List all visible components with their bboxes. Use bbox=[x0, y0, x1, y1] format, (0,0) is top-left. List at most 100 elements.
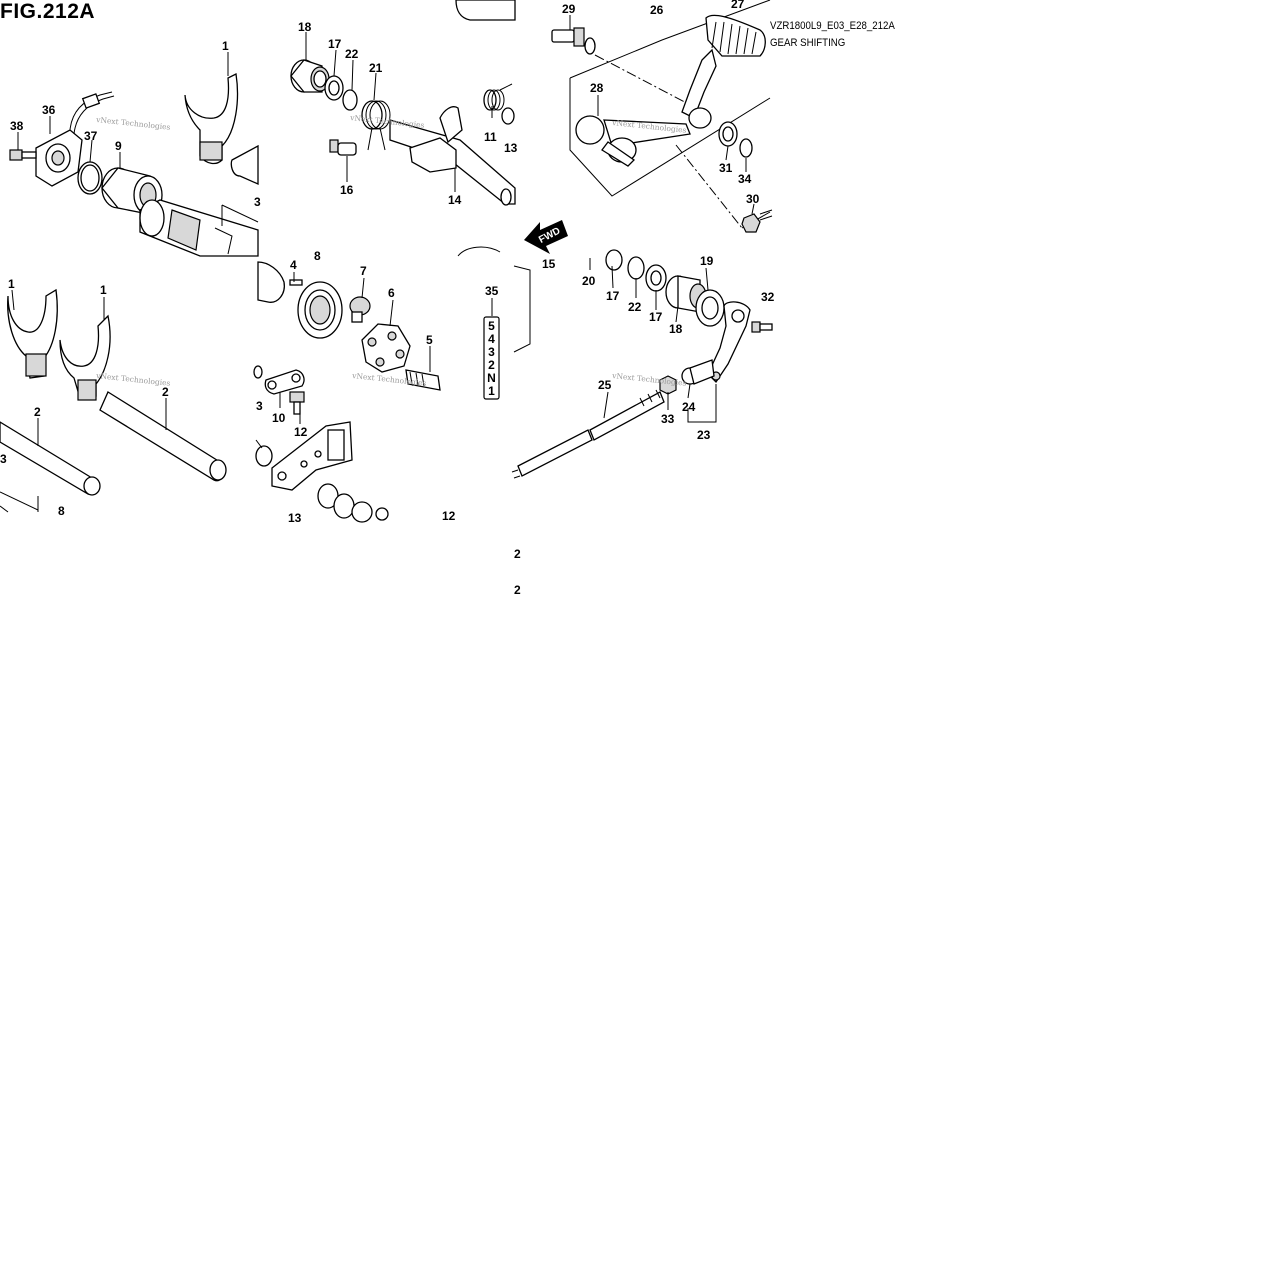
callout-18: 18 bbox=[298, 20, 312, 34]
shaft-end bbox=[455, 0, 516, 21]
watermark: vNext Technologies bbox=[349, 113, 425, 130]
figure-code: VZR1800L9_E03_E28_212A bbox=[770, 20, 895, 32]
callout-33: 33 bbox=[661, 412, 675, 426]
fork-shaft bbox=[0, 421, 101, 496]
bearing bbox=[665, 275, 707, 313]
callout-1: 1 bbox=[8, 277, 15, 291]
callout-23: 23 bbox=[697, 428, 711, 442]
callout-15: 15 bbox=[542, 257, 556, 271]
callout-32: 32 bbox=[761, 290, 775, 304]
stopper-plate bbox=[264, 369, 305, 395]
stopper-arm bbox=[271, 421, 353, 491]
screw bbox=[349, 296, 371, 323]
callout-17: 17 bbox=[649, 310, 663, 324]
callout-8: 8 bbox=[58, 504, 65, 518]
link-rod-end bbox=[575, 115, 691, 167]
roller bbox=[255, 445, 273, 467]
bracket bbox=[513, 265, 531, 353]
pin-bolt bbox=[329, 139, 357, 156]
callout-26: 26 bbox=[650, 3, 664, 17]
callout-10: 10 bbox=[272, 411, 286, 425]
stray-callout: 2 bbox=[514, 547, 521, 561]
callout-34: 34 bbox=[738, 172, 752, 186]
watermark: vNext Technologies bbox=[611, 371, 687, 388]
figure-title: FIG.212A bbox=[0, 0, 96, 23]
callout-13: 13 bbox=[504, 141, 518, 155]
pivot-bolt bbox=[551, 27, 596, 55]
ball-bearing bbox=[297, 281, 343, 339]
tile-bottom-middle bbox=[253, 246, 531, 523]
callout-37: 37 bbox=[84, 129, 98, 143]
callout-24: 24 bbox=[682, 400, 696, 414]
callout-12: 12 bbox=[442, 509, 456, 523]
tile-top-left bbox=[9, 73, 259, 257]
bearing bbox=[290, 59, 330, 93]
gear-pos-1: 1 bbox=[488, 384, 495, 398]
lock-nut bbox=[659, 375, 677, 395]
shift-shaft bbox=[389, 106, 516, 206]
callout-1: 1 bbox=[222, 39, 229, 53]
callout-8: 8 bbox=[314, 249, 321, 263]
tile-top-middle bbox=[290, 0, 516, 206]
callout-16: 16 bbox=[340, 183, 354, 197]
washer bbox=[605, 249, 623, 271]
callout-22: 22 bbox=[628, 300, 642, 314]
callout-13: 13 bbox=[288, 511, 302, 525]
clamp-bolt bbox=[751, 321, 761, 333]
callout-3: 3 bbox=[256, 399, 263, 413]
callout-27: 27 bbox=[731, 0, 745, 11]
shift-fork bbox=[184, 73, 239, 165]
callout-3: 3 bbox=[254, 195, 261, 209]
callout-14: 14 bbox=[448, 193, 462, 207]
shift-link-rod bbox=[511, 389, 665, 479]
callout-30: 30 bbox=[746, 192, 760, 206]
callout-31: 31 bbox=[719, 161, 733, 175]
shift-drum bbox=[139, 199, 259, 257]
fwd-arrow: FWD bbox=[524, 220, 568, 254]
gear-pos-n: N bbox=[487, 371, 496, 385]
watermark: vNext Technologies bbox=[95, 371, 171, 388]
washer-small bbox=[501, 107, 515, 125]
callout-2: 2 bbox=[162, 385, 169, 399]
circlip bbox=[739, 138, 753, 158]
drum-end bbox=[257, 261, 285, 303]
callout-29: 29 bbox=[562, 2, 576, 16]
callout-17: 17 bbox=[606, 289, 620, 303]
callouts: 1 36 38 37 9 3 18 17 22 21 11 13 16 14 2… bbox=[0, 0, 775, 525]
callout-5: 5 bbox=[426, 333, 433, 347]
callout-6: 6 bbox=[388, 286, 395, 300]
nut bbox=[741, 213, 761, 233]
spring-small bbox=[483, 83, 513, 111]
gearshift-cam bbox=[361, 323, 411, 373]
callout-9: 9 bbox=[115, 139, 122, 153]
callout-38: 38 bbox=[10, 119, 24, 133]
cam-pin bbox=[405, 369, 441, 391]
tile-top-right bbox=[551, 0, 773, 233]
fork-shaft bbox=[230, 144, 259, 186]
gear-pos-2: 2 bbox=[488, 358, 495, 372]
callout-21: 21 bbox=[369, 61, 383, 75]
callout-7: 7 bbox=[360, 264, 367, 278]
figure-caption: GEAR SHIFTING bbox=[770, 37, 846, 49]
gear-position-sensor bbox=[35, 91, 115, 187]
tile-bottom-left bbox=[0, 288, 227, 513]
callout-20: 20 bbox=[582, 274, 596, 288]
callout-36: 36 bbox=[42, 103, 56, 117]
gear-pos-3: 3 bbox=[488, 345, 495, 359]
callout-1: 1 bbox=[100, 283, 107, 297]
gear-pos-4: 4 bbox=[488, 332, 495, 346]
callout-22: 22 bbox=[345, 47, 359, 61]
callout-2: 2 bbox=[34, 405, 41, 419]
callout-35: 35 bbox=[485, 284, 499, 298]
callout-28: 28 bbox=[590, 81, 604, 95]
shift-fork bbox=[59, 314, 111, 401]
watermark: vNext Technologies bbox=[95, 115, 171, 132]
callout-4: 4 bbox=[290, 258, 297, 272]
gear-position-indicator: 5 4 3 2 N 1 bbox=[483, 316, 500, 400]
tile-bottom-right bbox=[511, 249, 773, 479]
shift-fork bbox=[7, 288, 58, 379]
leader-lines bbox=[11, 15, 755, 446]
callout-11: 11 bbox=[484, 130, 497, 144]
